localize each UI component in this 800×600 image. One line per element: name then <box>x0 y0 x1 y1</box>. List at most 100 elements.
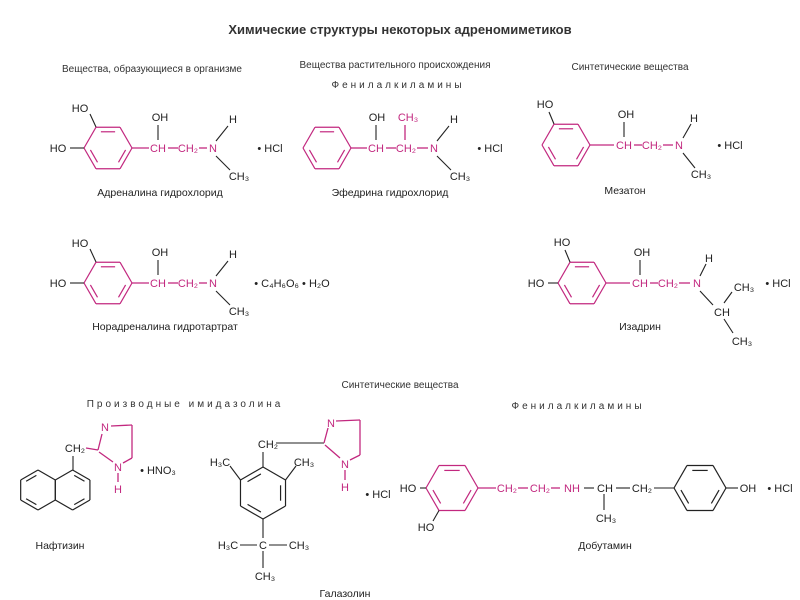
atom-label: CH <box>597 483 613 495</box>
compound-name: Нафтизин <box>36 540 85 552</box>
atom-label: CH <box>616 140 632 152</box>
compound-name: Эфедрина гидрохлорид <box>332 187 449 199</box>
compound-noradrenaline: HO HO OH CH CH₂ N H CH₃ • C₄H₆O₆ • H₂O Н… <box>50 238 330 333</box>
compound-name: Мезатон <box>604 185 645 197</box>
atom-label: HO <box>50 278 67 290</box>
compound-name: Галазолин <box>320 588 371 600</box>
atom-label: CH₃ <box>596 513 616 525</box>
compound-name: Норадреналина гидротартрат <box>92 321 238 333</box>
atom-label: CH₃ <box>450 171 470 183</box>
benzene-ring-mesaton <box>541 123 591 167</box>
atom-label: CH₂ <box>178 143 198 155</box>
atom-label: H <box>450 114 458 126</box>
salt-label: • HNO₃ <box>140 465 176 477</box>
atom-label: N <box>209 278 217 290</box>
atom-label: H <box>114 484 122 496</box>
section-endogenous: Вещества, образующиеся в организме <box>62 63 242 75</box>
atom-label: OH <box>618 109 635 121</box>
atom-label: HO <box>554 237 571 249</box>
atom-label: HO <box>528 278 545 290</box>
salt-label: • C₄H₆O₆ • H₂O <box>254 278 330 290</box>
compound-name: Добутамин <box>578 540 632 552</box>
section-plant: Вещества растительного происхождения <box>300 60 491 71</box>
salt-label: • HCl <box>717 140 742 152</box>
atom-label: H <box>341 482 349 494</box>
atom-label: CH₂ <box>632 483 652 495</box>
atom-label: C <box>259 540 267 552</box>
atom-label: OH <box>369 112 386 124</box>
compound-naphthyzine: CH₂ N N H • HNO₃ Нафтизин <box>36 422 176 552</box>
compound-dobutamine: HO HO CH₂ CH₂ NH CH CH₂ CH₃ OH • HCl Доб… <box>400 483 793 552</box>
compound-isadrine: HO HO OH CH CH₂ N H CH₃ CH CH₃ • HCl Иза… <box>528 237 791 348</box>
atom-label: CH₂ <box>258 439 278 451</box>
atom-label: CH <box>714 307 730 319</box>
atom-label: N <box>101 422 109 434</box>
salt-label: • HCl <box>477 143 502 155</box>
atom-label: CH₃ <box>734 282 754 294</box>
atom-label: HO <box>418 522 435 534</box>
atom-label: CH₃ <box>229 306 249 318</box>
section-synthetic: Синтетические вещества <box>571 62 688 73</box>
atom-label: CH₂ <box>65 443 85 455</box>
compound-ephedrine: OH CH₃ CH CH₂ N H CH₃ • HCl Эфедрина гид… <box>332 112 503 199</box>
atom-label: CH₃ <box>229 171 249 183</box>
atom-label: CH <box>150 278 166 290</box>
benzene-ring-galazoline <box>239 466 287 520</box>
atom-label: H <box>229 249 237 261</box>
benzene-ring-adrenaline <box>83 126 133 170</box>
atom-label: H₃C <box>218 540 238 552</box>
salt-label: • HCl <box>257 143 282 155</box>
atom-label: CH₂ <box>658 278 678 290</box>
benzene-ring-isadrine <box>557 261 607 305</box>
atom-label: N <box>114 462 122 474</box>
atom-label: N <box>675 140 683 152</box>
atom-label: CH₃ <box>732 336 752 348</box>
atom-label: CH₂ <box>396 143 416 155</box>
atom-label: OH <box>152 112 169 124</box>
atom-label: CH₂ <box>178 278 198 290</box>
section-synthetic-bottom: Синтетические вещества <box>341 380 458 391</box>
salt-label: • HCl <box>365 489 390 501</box>
benzene-ring-noradrenaline <box>83 261 133 305</box>
atom-label: HO <box>50 143 67 155</box>
atom-label: N <box>327 418 335 430</box>
class-phenylalkylamines: Фенилалкиламины <box>331 80 464 91</box>
benzene-ring-ephedrine <box>302 126 352 170</box>
salt-label: • HCl <box>767 483 792 495</box>
naphthalene-ring-a <box>20 469 56 511</box>
atom-label: HO <box>400 483 417 495</box>
atom-label: CH₂ <box>642 140 662 152</box>
atom-label: OH <box>634 247 651 259</box>
compound-name: Адреналина гидрохлорид <box>97 187 223 199</box>
atom-label: CH₃ <box>398 112 418 124</box>
atom-label: N <box>693 278 701 290</box>
aromatic-rings <box>20 123 727 520</box>
atom-label: NH <box>564 483 580 495</box>
atom-label: HO <box>537 99 554 111</box>
atom-label: CH <box>632 278 648 290</box>
class-imidazoline-derivatives: Производные имидазолина <box>87 399 284 410</box>
compound-adrenaline: HO HO OH CH CH₂ N H CH₃ • HCl Адреналина… <box>50 103 283 199</box>
atom-label: CH₃ <box>294 457 314 469</box>
atom-label: N <box>430 143 438 155</box>
atom-label: CH <box>150 143 166 155</box>
atom-label: H <box>229 114 237 126</box>
atom-label: CH₃ <box>255 571 275 583</box>
atom-label: H <box>690 113 698 125</box>
atom-label: H <box>705 253 713 265</box>
atom-label: CH₂ <box>497 483 517 495</box>
salt-label: • HCl <box>765 278 790 290</box>
atom-label: CH₃ <box>691 169 711 181</box>
atom-label: N <box>209 143 217 155</box>
atom-label: OH <box>152 247 169 259</box>
benzene-ring-dobutamine-catechol <box>425 464 479 512</box>
atom-label: OH <box>740 483 757 495</box>
atom-label: CH <box>368 143 384 155</box>
atom-label: CH₂ <box>530 483 550 495</box>
atom-label: HO <box>72 238 89 250</box>
compound-name: Изадрин <box>619 321 661 333</box>
atom-label: H₃C <box>210 457 230 469</box>
compound-galazoline: CH₂ H₃C CH₃ N N H • HCl C H₃C CH₃ CH₃ Га… <box>210 418 391 600</box>
class-phenylalkylamines-bottom: Фенилалкиламины <box>511 401 644 412</box>
